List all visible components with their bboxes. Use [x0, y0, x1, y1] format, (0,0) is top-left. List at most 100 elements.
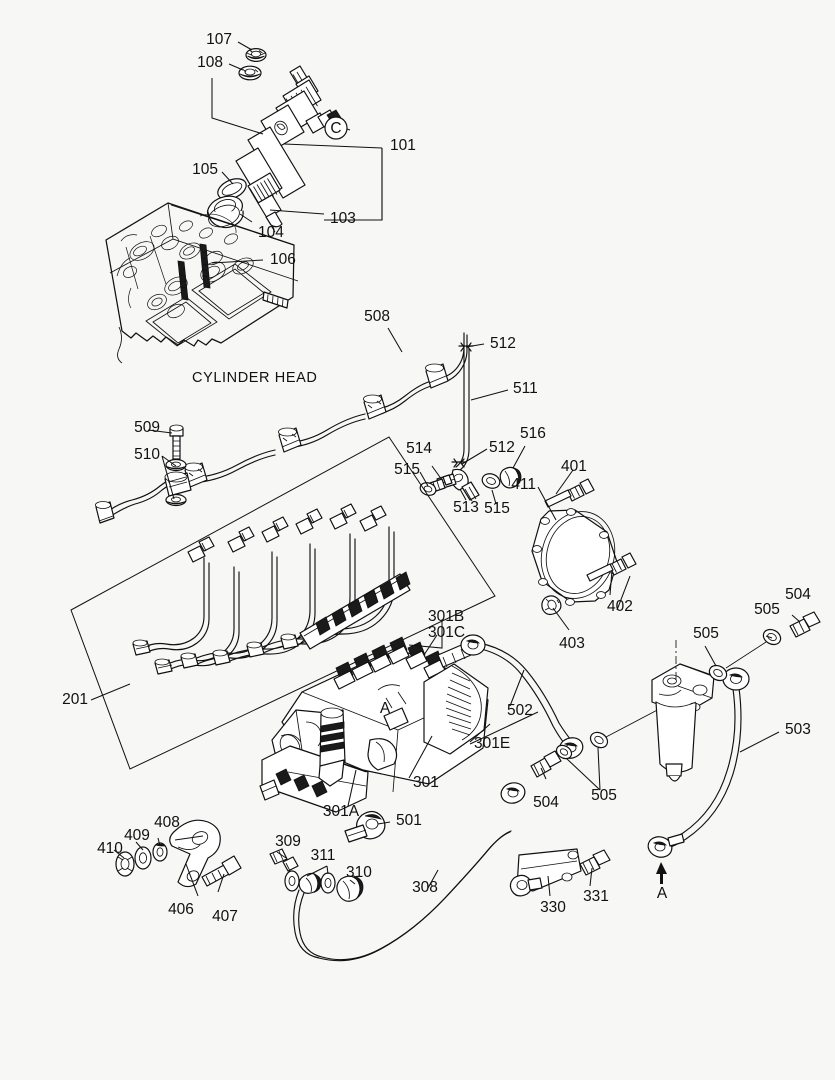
callout-403: 403 [559, 635, 585, 652]
callout-509: 509 [134, 419, 160, 436]
callout-512-upper: 512 [490, 335, 516, 352]
part-503-hose [647, 667, 750, 858]
callout-513: 513 [453, 499, 479, 516]
callout-301B: 301B [428, 608, 464, 625]
callout-107: 107 [206, 31, 232, 48]
gasket-flange-assembly [531, 478, 637, 616]
callout-402: 402 [607, 598, 633, 615]
pipe-end-nut [180, 652, 199, 669]
banjo-fitting [95, 501, 115, 524]
fuel-return-line-assembly [95, 332, 468, 524]
callout-515-right: 515 [484, 500, 510, 517]
callout-510: 510 [134, 446, 160, 463]
callout-511: 511 [513, 380, 538, 397]
part-331-bolt [579, 849, 611, 876]
callout-105: 105 [192, 161, 218, 178]
callout-516: 516 [520, 425, 546, 442]
callout-box-201 [70, 436, 496, 770]
part-403-nut [541, 595, 562, 616]
banjo-fitting [363, 394, 387, 420]
callout-331: 331 [583, 888, 609, 905]
part-410-nut [115, 851, 135, 877]
callout-108: 108 [197, 54, 223, 71]
part-509-bolt [169, 424, 184, 460]
pipe-top-nut [261, 516, 289, 543]
callout-103: 103 [330, 210, 356, 227]
rail-clamp [315, 571, 411, 636]
callout-502: 502 [507, 702, 533, 719]
part-103-injector-body [235, 65, 342, 233]
callout-308: 308 [412, 879, 438, 896]
pipe-top-nut [359, 505, 387, 532]
banjo-eye [460, 634, 486, 656]
part-516-cap [499, 466, 522, 489]
callout-505-mid: 505 [693, 625, 719, 642]
part-301A-element [318, 707, 346, 787]
marker-c-text: C [330, 120, 341, 137]
part-309-fitting [269, 848, 299, 872]
marker-a-arrow: A [656, 862, 668, 902]
part-401-bolt [544, 478, 595, 508]
part-505-washer-right [589, 731, 609, 749]
callout-301: 301 [413, 774, 439, 791]
pipe-top-nut [295, 508, 323, 535]
banjo-fitting [184, 462, 208, 488]
bracket-406-assembly [115, 819, 242, 888]
part-515-washer [419, 473, 501, 496]
banjo-eye [722, 667, 750, 691]
banjo-fitting [278, 427, 302, 453]
part-504-bolt-left [530, 750, 562, 778]
part-505-washer-mid [708, 664, 728, 682]
callout-101: 101 [390, 137, 416, 154]
callout-411: 411 [511, 476, 536, 493]
callout-401: 401 [561, 458, 587, 475]
part-308-hose [293, 782, 526, 962]
part-504-bolt-right [789, 611, 821, 638]
marker-c: C [324, 116, 348, 140]
fuel-filter-assembly [651, 640, 715, 782]
callout-301C: 301C [428, 624, 465, 641]
callout-505-left: 505 [591, 787, 617, 804]
callout-512-lower: 512 [489, 439, 515, 456]
injector-assembly [206, 47, 342, 233]
banjo-eye [500, 782, 526, 804]
eye-fitting [164, 471, 192, 497]
callout-301E: 301E [474, 735, 510, 752]
pipe-top-nut [187, 536, 215, 563]
callout-309: 309 [275, 833, 301, 850]
part-505-washer-left [555, 744, 573, 760]
fuel-pipe-511-assembly [419, 342, 522, 502]
callout-504-left: 504 [533, 794, 559, 811]
callout-410: 410 [97, 840, 123, 857]
callout-330: 330 [540, 899, 566, 916]
banjo-fitting [425, 363, 449, 389]
section-label-cylinder-head: CYLINDER HEAD [192, 370, 317, 386]
pipe-top-nut [227, 526, 255, 553]
callout-408: 408 [154, 814, 180, 831]
pump-base-ports [259, 768, 328, 801]
cylinder-head-assembly [105, 202, 299, 364]
part-409-washer [134, 846, 152, 870]
delivery-valve-holders [333, 636, 446, 690]
callout-104: 104 [258, 224, 284, 241]
callout-201: 201 [62, 691, 88, 708]
callout-409: 409 [124, 827, 150, 844]
callout-503: 503 [785, 721, 811, 738]
callout-407: 407 [212, 908, 238, 925]
marker-a-arrow-text: A [657, 885, 668, 902]
callout-504-right: 504 [785, 586, 811, 603]
part-107-nut [245, 47, 267, 62]
part-501-fitting [344, 810, 386, 843]
callout-310: 310 [346, 864, 372, 881]
part-512-clip [451, 458, 467, 468]
part-505-washer-topright [762, 628, 782, 646]
pipe-top-nut [329, 503, 357, 530]
part-310-cap [336, 875, 364, 902]
callout-501: 501 [396, 812, 422, 829]
pipe-end-nut [212, 649, 231, 666]
injection-pipes-201 [132, 503, 411, 675]
pipe-end-nut [132, 639, 151, 656]
pipe-end-nut [154, 658, 173, 675]
callout-508: 508 [364, 308, 390, 325]
